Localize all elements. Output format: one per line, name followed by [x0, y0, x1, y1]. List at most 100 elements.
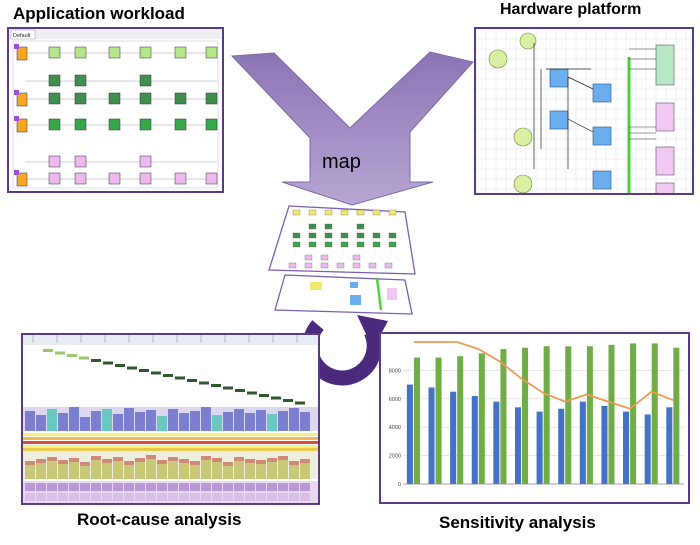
- task-thumb: [308, 241, 317, 248]
- utilization-peak: [69, 458, 79, 462]
- bar-series-1: [623, 411, 630, 484]
- metrics-cell: [91, 483, 101, 491]
- workload-diagram: Default: [9, 29, 222, 189]
- task-thumb: [372, 232, 381, 239]
- memory-block: [655, 182, 675, 193]
- metrics-cell: [168, 493, 178, 501]
- utilization-bar: [267, 458, 277, 479]
- metrics-cell: [223, 483, 233, 491]
- task-block: [174, 46, 187, 59]
- title-hardware-platform: Hardware platform: [500, 1, 642, 18]
- memory-block: [655, 146, 675, 176]
- task-thumb: [340, 232, 349, 239]
- task-thumb: [308, 209, 317, 216]
- utilization-peak: [234, 457, 244, 461]
- bar-series-2: [565, 346, 572, 484]
- bar-series-1: [601, 405, 608, 484]
- metrics-cell: [25, 483, 35, 491]
- trace-event: [247, 391, 257, 395]
- trace-event: [199, 381, 209, 385]
- metrics-cell: [190, 483, 200, 491]
- metrics-cell: [278, 493, 288, 501]
- metrics-cell: [157, 483, 167, 491]
- task-thumb: [340, 241, 349, 248]
- metrics-cell: [245, 493, 255, 501]
- task-block: [174, 92, 187, 105]
- task-block: [16, 46, 28, 61]
- timeline-ruler: [23, 335, 318, 345]
- task-thumb: [356, 209, 365, 216]
- load-bar: [190, 411, 200, 431]
- bar-series-2: [586, 346, 593, 484]
- utilization-peak: [157, 460, 167, 464]
- load-bar: [80, 417, 90, 431]
- metrics-cell: [256, 483, 266, 491]
- bar-series-2: [522, 347, 529, 484]
- utilization-peak: [245, 459, 255, 463]
- trace-event: [127, 366, 137, 370]
- metrics-cell: [146, 483, 156, 491]
- utilization-bar: [234, 457, 244, 479]
- utilization-bar: [135, 458, 145, 479]
- metrics-cell: [102, 493, 112, 501]
- task-thumb: [308, 223, 317, 230]
- bar-series-2: [630, 343, 637, 484]
- bar-series-2: [651, 343, 658, 484]
- task-block: [108, 92, 121, 105]
- task-block: [108, 172, 121, 185]
- utilization-peak: [25, 461, 35, 465]
- utilization-bar: [47, 457, 57, 479]
- bar-series-2: [543, 346, 550, 484]
- hardware-platform-panel: [474, 27, 694, 195]
- utilization-peak: [267, 458, 277, 462]
- trace-event: [271, 396, 281, 400]
- task-block: [48, 46, 61, 59]
- task-block: [205, 46, 218, 59]
- root-cause-trace: [23, 335, 318, 503]
- metrics-cell: [289, 483, 299, 491]
- task-thumb: [308, 232, 317, 239]
- metrics-cell: [124, 493, 134, 501]
- y-tick-label: 0: [398, 482, 401, 488]
- utilization-bar: [190, 461, 200, 479]
- bar-series-1: [428, 387, 435, 484]
- title-sensitivity-analysis: Sensitivity analysis: [439, 513, 596, 532]
- hw-thumb: [387, 288, 397, 300]
- metrics-cell: [25, 493, 35, 501]
- processor-block: [592, 83, 612, 103]
- title-root-cause-analysis: Root-cause analysis: [77, 510, 242, 529]
- metrics-cell: [135, 483, 145, 491]
- load-bar: [69, 407, 79, 431]
- utilization-peak: [47, 457, 57, 461]
- utilization-peak: [168, 457, 178, 461]
- trace-event: [79, 356, 89, 360]
- utilization-bar: [300, 459, 310, 479]
- metrics-cell: [69, 493, 79, 501]
- hw-bus-thumb: [375, 277, 383, 311]
- load-bar: [223, 412, 233, 431]
- utilization-bar: [278, 456, 288, 479]
- utilization-bar: [212, 458, 222, 479]
- task-thumb: [372, 209, 381, 216]
- trace-event: [187, 379, 197, 382]
- task-block: [48, 155, 61, 168]
- bar-series-2: [608, 344, 615, 484]
- clock-node: [513, 174, 533, 193]
- metrics-cell: [102, 483, 112, 491]
- trace-event: [103, 361, 113, 365]
- utilization-peak: [223, 462, 233, 466]
- metrics-cell: [91, 493, 101, 501]
- metrics-cell: [300, 483, 310, 491]
- metrics-cell: [179, 493, 189, 501]
- status-stripe: [23, 445, 318, 448]
- task-thumb: [324, 223, 333, 230]
- task-thumb: [324, 241, 333, 248]
- wire: [567, 118, 594, 133]
- utilization-bar: [289, 461, 299, 479]
- task-block: [16, 92, 28, 107]
- trace-event: [259, 394, 269, 397]
- metrics-cell: [245, 483, 255, 491]
- metrics-cell: [69, 483, 79, 491]
- task-block: [74, 172, 87, 185]
